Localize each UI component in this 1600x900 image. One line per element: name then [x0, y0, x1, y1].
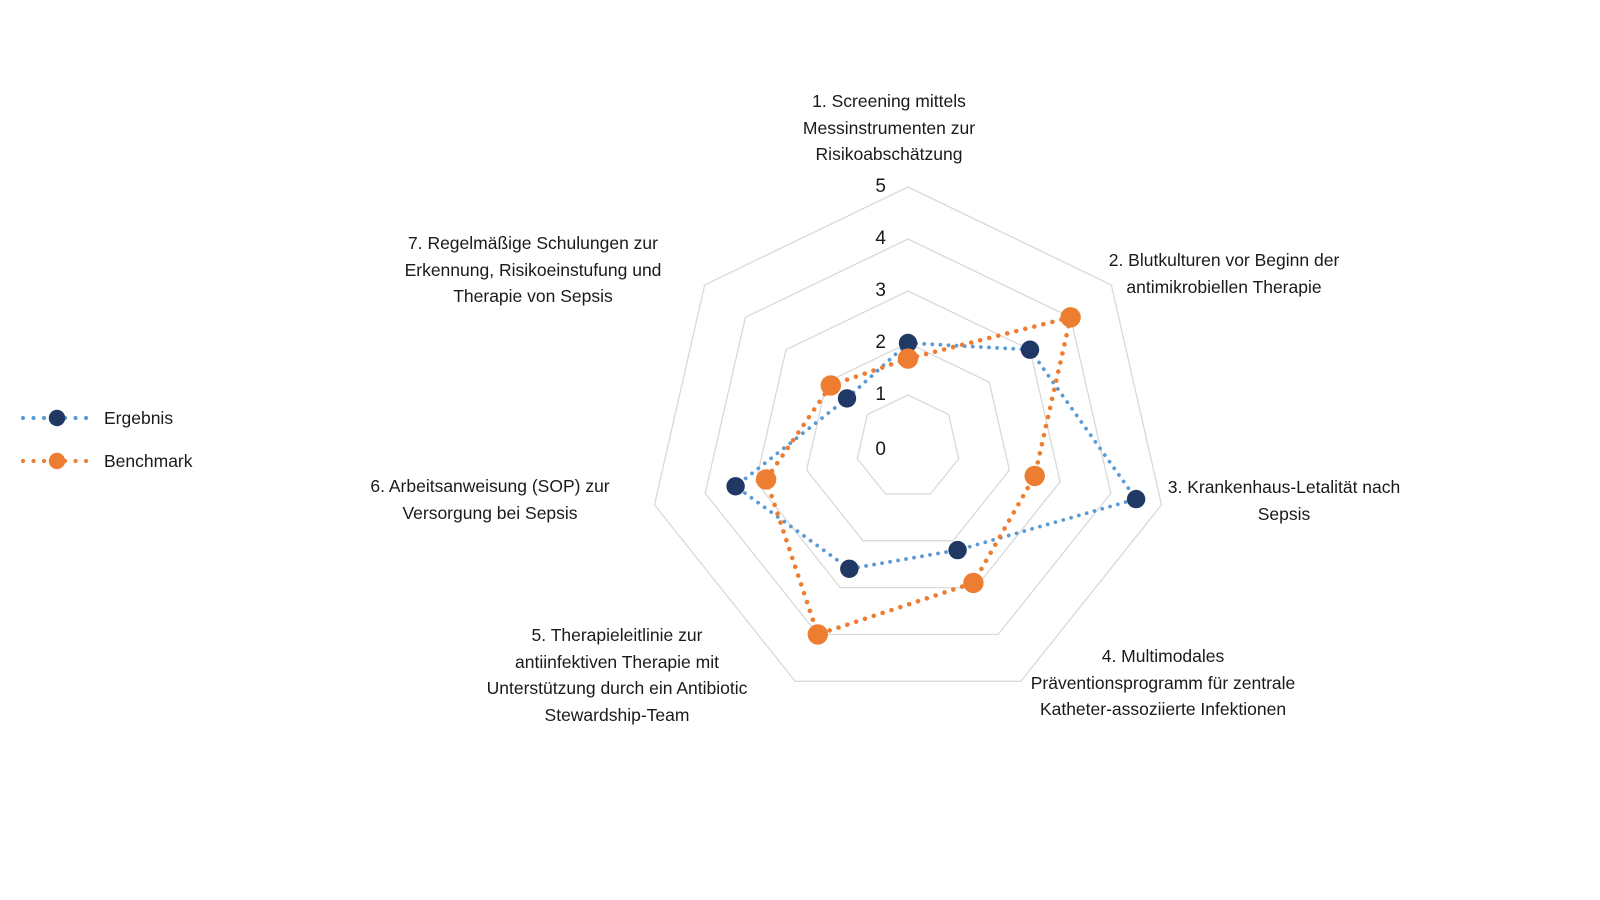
data-point-benchmark-axis-4	[963, 572, 984, 594]
legend-item-benchmark: Benchmark	[20, 447, 193, 475]
grid-ring-4	[704, 238, 1112, 636]
data-point-benchmark-axis-6	[755, 469, 777, 490]
legend-item-ergebnis: Ergebnis	[20, 404, 193, 432]
data-point-benchmark-axis-5	[807, 624, 828, 645]
tick-label-1: 1	[875, 384, 886, 405]
tick-label-5: 5	[875, 176, 886, 197]
legend-marker-ergebnis-icon	[20, 409, 94, 427]
grid-ring-3	[755, 290, 1061, 589]
legend: Ergebnis Benchmark	[20, 404, 193, 490]
tick-label-3: 3	[875, 280, 886, 301]
series-line-benchmark	[763, 314, 1073, 637]
data-point-ergebnis-axis-3	[1126, 489, 1146, 509]
data-point-benchmark-axis-2	[1060, 307, 1081, 328]
grid-ring-5	[653, 186, 1163, 682]
grid-ring-2	[805, 342, 1011, 542]
legend-dot	[48, 409, 66, 427]
tick-label-4: 4	[875, 228, 886, 249]
tick-label-0: 0	[875, 439, 886, 460]
tick-label-2: 2	[875, 332, 886, 353]
data-point-benchmark-axis-1	[897, 348, 919, 369]
axis-label-3: 3. Krankenhaus-Letalität nach Sepsis	[1167, 477, 1401, 524]
axis-label-4: 4. Multimodales Präventionsprogramm für …	[1030, 646, 1296, 719]
axis-label-6: 6. Arbeitsanweisung (SOP) zur Versorgung…	[370, 476, 610, 523]
legend-label-benchmark: Benchmark	[104, 450, 193, 471]
axis-label-7: 7. Regelmäßige Schulungen zur Erkennung,…	[404, 233, 662, 306]
axis-label-5: 5. Therapieleitlinie zur antiinfektiven …	[486, 625, 748, 725]
legend-dot	[48, 452, 66, 470]
data-point-ergebnis-axis-5	[840, 559, 859, 578]
axis-label-2: 2. Blutkulturen vor Beginn der antimikro…	[1108, 250, 1340, 297]
legend-label-ergebnis: Ergebnis	[104, 407, 174, 428]
axis-label-1: 1. Screening mittels Messinstrumenten zu…	[802, 91, 976, 164]
data-point-ergebnis-axis-2	[1020, 340, 1040, 359]
data-point-ergebnis-axis-4	[948, 540, 967, 560]
data-point-ergebnis-axis-6	[726, 477, 745, 496]
grid-ring-1	[856, 394, 960, 495]
series-line-ergebnis	[733, 341, 1138, 571]
data-point-benchmark-axis-7	[820, 375, 841, 396]
data-point-ergebnis-axis-1	[898, 333, 918, 353]
data-point-ergebnis-axis-7	[837, 389, 857, 408]
data-point-benchmark-axis-3	[1024, 465, 1045, 487]
legend-marker-benchmark-icon	[20, 452, 94, 470]
